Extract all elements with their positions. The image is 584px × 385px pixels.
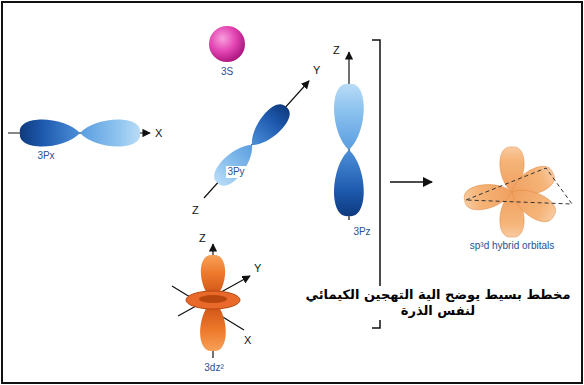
orbital-name: 3Pz [352,226,371,238]
pz-orbital [334,52,364,220]
orbital-label: 3Pz [352,226,371,238]
axis-label: X [244,334,251,346]
orbital-name: 3Px [36,150,55,162]
caption: مخطط بسيط يوضح الية التهجين الكيمائي لنف… [300,286,576,320]
orbital-label: 3Py [226,166,245,178]
py-orbital [204,81,309,198]
orbital-name: 3Py [226,166,245,178]
s-orbital [209,26,245,62]
orbital-label: sp³d hybrid orbitals [469,240,555,252]
hybrid-orbitals [463,147,572,237]
dz2-orbital [172,244,250,358]
px-orbital [8,119,150,146]
arrow [390,181,432,183]
orbital-label: 3S [220,66,234,78]
axis-label: Z [333,44,340,56]
axis-label: Z [192,204,199,216]
orbital-name: 3S [220,66,234,78]
axis-label: X [155,127,162,139]
axis-label: Z [199,232,206,244]
orbital-name: 3dz² [203,362,224,374]
axis-label: Y [254,262,261,274]
orbital-name: sp³d hybrid orbitals [469,240,555,252]
bracket [372,40,380,328]
axis-label: Y [313,64,320,76]
orbital-label: 3Px [36,150,55,162]
orbital-label: 3dz² [203,362,224,374]
